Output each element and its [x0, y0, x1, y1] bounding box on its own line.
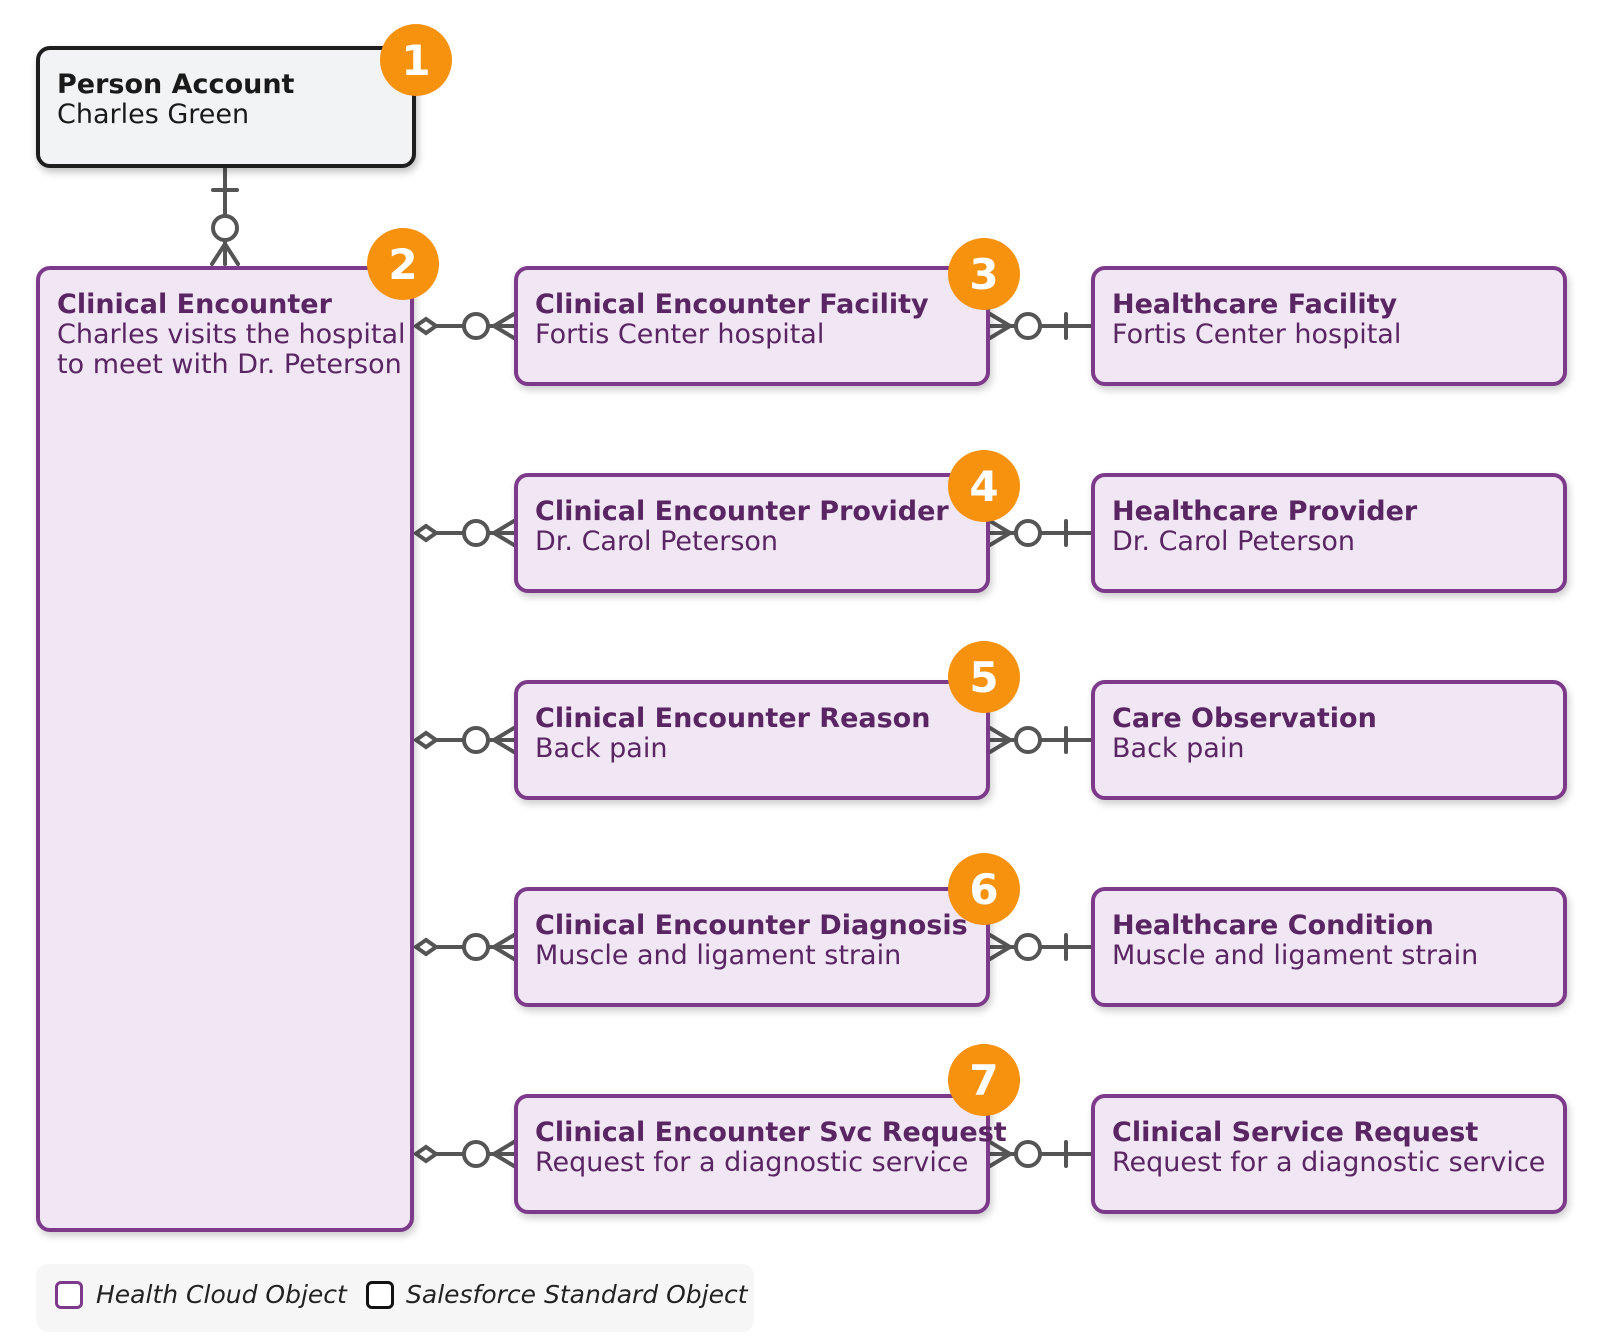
object-person-account: Person Account Charles Green	[36, 46, 416, 168]
step-badge-3: 3	[948, 238, 1020, 310]
object-care-observation: Care Observation Back pain	[1091, 680, 1567, 800]
connector-child-to-related-5	[988, 1140, 1093, 1168]
legend-standard-swatch	[366, 1281, 394, 1309]
object-clinical-encounter-svc-request: Clinical Encounter Svc Request Request f…	[514, 1094, 1007, 1214]
legend-standard-label: Salesforce Standard Object	[406, 1280, 748, 1309]
object-title: Clinical Encounter Svc Request	[535, 1117, 1007, 1148]
connector-encounter-to-child-2	[412, 519, 516, 547]
object-subtitle: Fortis Center hospital	[535, 319, 825, 350]
object-title: Clinical Encounter Reason	[535, 703, 931, 734]
object-title: Healthcare Provider	[1112, 496, 1418, 527]
object-clinical-encounter-reason: Clinical Encounter Reason Back pain	[514, 680, 990, 800]
connector-encounter-to-child-4	[412, 933, 516, 961]
object-healthcare-provider: Healthcare Provider Dr. Carol Peterson	[1091, 473, 1567, 593]
object-title: Healthcare Condition	[1112, 910, 1434, 941]
object-subtitle: Fortis Center hospital	[1112, 319, 1402, 350]
object-subtitle: Request for a diagnostic service	[1112, 1147, 1546, 1178]
object-clinical-encounter-facility: Clinical Encounter Facility Fortis Cente…	[514, 266, 990, 386]
connector-child-to-related-1	[988, 312, 1093, 340]
object-subtitle: Request for a diagnostic service	[535, 1147, 969, 1178]
object-subtitle: Muscle and ligament strain	[1112, 940, 1479, 971]
legend: Health Cloud Object Salesforce Standard …	[36, 1264, 754, 1332]
object-clinical-encounter: Clinical Encounter Charles visits the ho…	[36, 266, 414, 1232]
object-subtitle: Muscle and ligament strain	[535, 940, 902, 971]
object-clinical-encounter-diagnosis: Clinical Encounter Diagnosis Muscle and …	[514, 887, 990, 1007]
object-healthcare-condition: Healthcare Condition Muscle and ligament…	[1091, 887, 1567, 1007]
object-title: Healthcare Facility	[1112, 289, 1398, 320]
object-healthcare-facility: Healthcare Facility Fortis Center hospit…	[1091, 266, 1567, 386]
object-title: Care Observation	[1112, 703, 1377, 734]
object-clinical-encounter-provider: Clinical Encounter Provider Dr. Carol Pe…	[514, 473, 990, 593]
object-title: Clinical Encounter Facility	[535, 289, 929, 320]
object-subtitle: Back pain	[535, 733, 668, 764]
step-badge-5: 5	[948, 641, 1020, 713]
connector-child-to-related-3	[988, 726, 1093, 754]
object-subtitle: Back pain	[1112, 733, 1245, 764]
connector-child-to-related-4	[988, 933, 1093, 961]
object-title: Clinical Encounter	[57, 289, 332, 320]
connector-person-to-encounter	[210, 166, 240, 266]
legend-health-cloud-swatch	[55, 1281, 83, 1309]
object-clinical-service-request: Clinical Service Request Request for a d…	[1091, 1094, 1567, 1214]
object-subtitle: Charles visits the hospital	[57, 319, 406, 350]
object-title: Clinical Encounter Diagnosis	[535, 910, 968, 941]
step-badge-1: 1	[380, 24, 452, 96]
object-subtitle-line-2: to meet with Dr. Peterson	[57, 349, 402, 380]
object-subtitle: Dr. Carol Peterson	[535, 526, 779, 557]
step-badge-4: 4	[948, 450, 1020, 522]
connector-encounter-to-child-1	[412, 312, 516, 340]
object-subtitle: Charles Green	[57, 99, 250, 130]
step-badge-7: 7	[948, 1044, 1020, 1116]
step-badge-2: 2	[367, 228, 439, 300]
step-badge-6: 6	[948, 853, 1020, 925]
legend-health-cloud-label: Health Cloud Object	[96, 1280, 347, 1309]
connector-encounter-to-child-5	[412, 1140, 516, 1168]
object-subtitle: Dr. Carol Peterson	[1112, 526, 1356, 557]
connector-encounter-to-child-3	[412, 726, 516, 754]
object-title: Clinical Encounter Provider	[535, 496, 949, 527]
connector-child-to-related-2	[988, 519, 1093, 547]
object-title: Person Account	[57, 69, 295, 100]
object-title: Clinical Service Request	[1112, 1117, 1479, 1148]
